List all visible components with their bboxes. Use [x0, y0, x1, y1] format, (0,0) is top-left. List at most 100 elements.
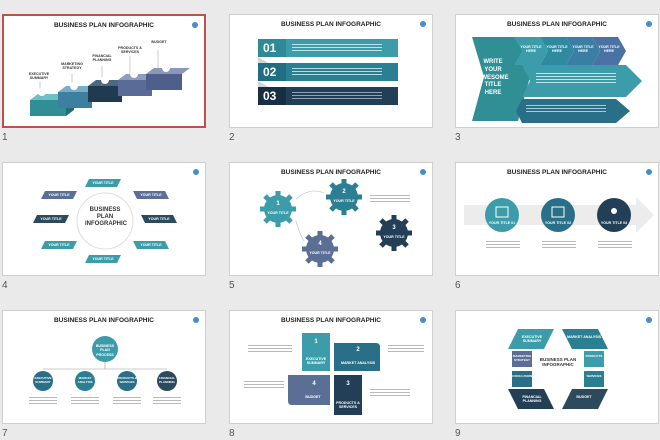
stair-steps-graphic	[30, 50, 190, 116]
slide-3-title: BUSINESS PLAN INFOGRAPHIC	[506, 21, 608, 28]
text-placeholder	[244, 381, 284, 390]
quadrant-label: MARKET ANALYSIS	[340, 361, 376, 365]
banner-text-placeholder	[292, 44, 382, 53]
slide-8-canvas[interactable]: BUSINESS PLAN INFOGRAPHIC 1 EXECUTIVE SU…	[229, 310, 433, 424]
quadrant-number: 1	[314, 339, 318, 345]
slide-number: 9	[455, 428, 461, 439]
logo-icon	[646, 21, 652, 27]
petal-label: SERVICES	[586, 374, 602, 378]
text-placeholder	[526, 105, 606, 114]
text-placeholder	[486, 241, 520, 250]
text-placeholder	[542, 241, 576, 250]
radial-label: YOUR TITLE	[148, 217, 170, 221]
banner-number-03: 03	[263, 89, 277, 103]
banner-text-placeholder	[292, 92, 382, 101]
gear-label: YOUR TITLE	[267, 211, 289, 215]
circle-label: YOUR TITLE 01	[488, 221, 516, 225]
banner-graphic	[258, 39, 398, 105]
step-label-marketing-strategy: MARKETING STRATEGY	[61, 62, 83, 71]
slide-number: 7	[2, 428, 8, 439]
gear-label: YOUR TITLE	[333, 199, 355, 203]
slide-6-canvas[interactable]: BUSINESS PLAN INFOGRAPHIC YOUR TITLE 01 …	[455, 162, 659, 276]
arrow-label: YOUR TITLE HERE	[572, 45, 594, 54]
slide-number: 8	[229, 428, 235, 439]
banner-text-placeholder	[292, 68, 382, 77]
slide-7-canvas[interactable]: BUSINESS PLAN INFOGRAPHIC BUSINESS PLAN …	[2, 310, 206, 424]
petal-label: MARKET ANALYSIS	[566, 335, 602, 339]
petal-label: CONCLUSION	[511, 374, 533, 378]
process-node: FINANCIAL PLANNING	[158, 376, 176, 384]
arrow-label: YOUR TITLE HERE	[598, 45, 620, 54]
text-placeholder	[598, 241, 632, 250]
slide-6-title: BUSINESS PLAN INFOGRAPHIC	[506, 169, 608, 176]
petal-label: PRODUCTS	[585, 354, 603, 358]
process-node: MARKET ANALYSIS	[77, 376, 93, 384]
step-label-executive-summary: EXECUTIVE SUMMARY	[28, 72, 50, 81]
slide-3-canvas[interactable]: BUSINESS PLAN INFOGRAPHIC WRITE YOUR AWE…	[455, 14, 659, 128]
slide-4-canvas[interactable]: YOUR TITLE YOUR TITLE YOUR TITLE YOUR TI…	[2, 162, 206, 276]
slide-number: 4	[2, 280, 8, 291]
banner-number-02: 02	[263, 65, 277, 79]
petal-label: EXECUTIVE SUMMARY	[521, 335, 543, 344]
circle-label: YOUR TITLE 02	[544, 221, 572, 225]
step-label-products-services: PRODUCTS & SERVICES	[118, 46, 142, 55]
radial-label: YOUR TITLE	[48, 193, 70, 197]
arrow-circles-graphic	[464, 197, 654, 233]
gear-label: YOUR TITLE	[309, 251, 331, 255]
arrow-label: YOUR TITLE HERE	[520, 45, 542, 54]
gear-label: YOUR TITLE	[383, 235, 405, 239]
logo-icon	[420, 169, 426, 175]
quadrant-number: 2	[356, 347, 360, 353]
pinwheel-graphic	[508, 329, 608, 409]
gear-number: 3	[392, 225, 396, 231]
logo-icon	[420, 21, 426, 27]
petal-label: MARKETING STRATEGY	[512, 354, 532, 362]
slide-9-canvas[interactable]: EXECUTIVE SUMMARY MARKET ANALYSIS MARKET…	[455, 310, 659, 424]
logo-icon	[646, 317, 652, 323]
step-label-budget: BUDGET	[151, 40, 167, 44]
big-title-text: WRITE YOUR AWESOME TITLE HERE	[477, 59, 509, 97]
text-placeholder	[370, 195, 410, 204]
text-placeholder	[248, 345, 292, 354]
slide-number: 3	[455, 132, 461, 143]
process-node: EXECUTIVE SUMMARY	[34, 376, 52, 384]
quadrant-number: 4	[312, 381, 316, 387]
slide-8-title: BUSINESS PLAN INFOGRAPHIC	[280, 317, 382, 324]
radial-label: YOUR TITLE	[40, 217, 62, 221]
slide-number: 6	[455, 280, 461, 291]
quadrant-label: EXECUTIVE SUMMARY	[305, 357, 327, 366]
radial-label: YOUR TITLE	[140, 193, 162, 197]
slide-5-canvas[interactable]: BUSINESS PLAN INFOGRAPHIC 1 YOUR TITLE 2…	[229, 162, 433, 276]
gear-number: 4	[318, 241, 322, 247]
text-placeholder	[29, 397, 57, 406]
circle-label: YOUR TITLE 03	[600, 221, 628, 225]
text-placeholder	[388, 345, 424, 354]
petal-label: FINANCIAL PLANNING	[522, 395, 542, 404]
slide-1-canvas[interactable]: BUSINESS PLAN INFOGRAPHIC EXECUTIV	[2, 14, 206, 128]
logo-icon	[420, 317, 426, 323]
slide-1-title: BUSINESS PLAN INFOGRAPHIC	[53, 22, 155, 29]
gear-number: 2	[342, 189, 346, 195]
tree-graphic	[33, 336, 177, 391]
radial-label: YOUR TITLE	[48, 243, 70, 247]
banner-number-01: 01	[263, 41, 277, 55]
slide-2-title: BUSINESS PLAN INFOGRAPHIC	[280, 21, 382, 28]
text-placeholder	[370, 389, 410, 398]
logo-icon	[192, 22, 198, 28]
slide-2-canvas[interactable]: BUSINESS PLAN INFOGRAPHIC 01 02 03	[229, 14, 433, 128]
gear-number: 1	[276, 201, 280, 207]
logo-icon	[193, 169, 199, 175]
radial-label: YOUR TITLE	[92, 257, 114, 261]
radial-graphic	[33, 179, 177, 263]
slide-number: 1	[2, 132, 8, 143]
quadrant-number: 3	[346, 381, 350, 387]
text-placeholder	[71, 397, 99, 406]
radial-label: YOUR TITLE	[140, 243, 162, 247]
gears-graphic	[260, 179, 412, 267]
text-placeholder	[536, 73, 616, 85]
quadrant-graphic	[288, 333, 380, 415]
arrow-label: YOUR TITLE HERE	[546, 45, 568, 54]
petal-label: BUDGET	[576, 395, 592, 399]
text-placeholder	[113, 397, 141, 406]
process-node: PRODUCTS & SERVICES	[117, 376, 137, 384]
